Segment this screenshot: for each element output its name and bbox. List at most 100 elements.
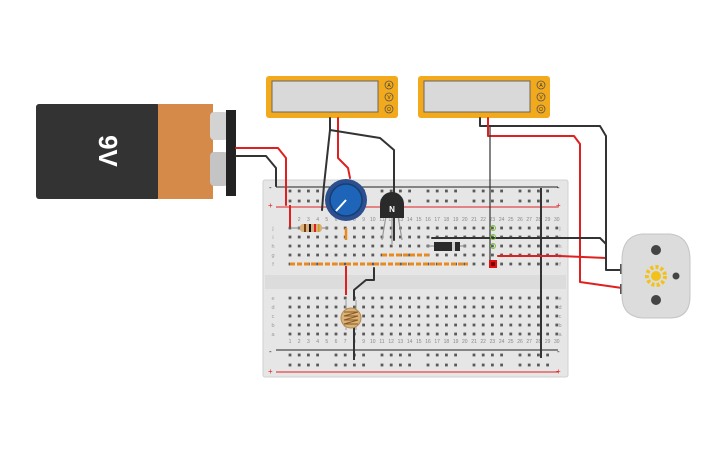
rail-hole[interactable]	[307, 363, 310, 367]
resistor[interactable]	[292, 224, 328, 232]
rail-hole[interactable]	[316, 353, 319, 357]
rail-hole[interactable]	[518, 363, 522, 367]
terminal-hole[interactable]	[389, 305, 393, 309]
terminal-hole[interactable]	[491, 253, 494, 257]
rail-hole[interactable]	[546, 363, 549, 367]
terminal-hole[interactable]	[307, 323, 310, 327]
terminal-hole[interactable]	[445, 332, 448, 336]
terminal-hole[interactable]	[518, 226, 522, 230]
terminal-hole[interactable]	[371, 253, 375, 257]
terminal-hole[interactable]	[362, 253, 365, 257]
terminal-hole[interactable]	[288, 253, 292, 257]
rail-hole[interactable]	[454, 363, 457, 367]
terminal-hole[interactable]	[537, 262, 540, 266]
rail-hole[interactable]	[362, 363, 365, 367]
terminal-hole[interactable]	[334, 305, 338, 309]
terminal-hole[interactable]	[426, 226, 430, 230]
terminal-hole[interactable]	[353, 235, 356, 239]
terminal-hole[interactable]	[481, 226, 485, 230]
terminal-hole[interactable]	[463, 262, 467, 266]
terminal-hole[interactable]	[371, 305, 375, 309]
terminal-hole[interactable]	[518, 314, 522, 318]
terminal-hole[interactable]	[399, 332, 402, 336]
terminal-hole[interactable]	[472, 226, 476, 230]
terminal-hole[interactable]	[555, 323, 559, 327]
wire-meter-right-red[interactable]	[487, 117, 623, 289]
terminal-hole[interactable]	[297, 332, 301, 336]
rail-hole[interactable]	[491, 353, 494, 357]
terminal-hole[interactable]	[334, 253, 338, 257]
terminal-hole[interactable]	[555, 314, 559, 318]
terminal-hole[interactable]	[288, 235, 292, 239]
rail-hole[interactable]	[527, 199, 531, 203]
terminal-hole[interactable]	[408, 323, 411, 327]
terminal-hole[interactable]	[555, 296, 559, 300]
terminal-hole[interactable]	[334, 332, 338, 336]
wire-battery-negative[interactable]	[235, 155, 277, 187]
terminal-hole[interactable]	[537, 314, 540, 318]
terminal-hole[interactable]	[362, 244, 365, 248]
terminal-hole[interactable]	[509, 226, 513, 230]
terminal-hole[interactable]	[288, 323, 292, 327]
terminal-hole[interactable]	[555, 244, 559, 248]
terminal-hole[interactable]	[380, 314, 384, 318]
terminal-hole[interactable]	[399, 244, 402, 248]
terminal-hole[interactable]	[426, 332, 430, 336]
terminal-hole[interactable]	[389, 323, 393, 327]
terminal-hole[interactable]	[288, 244, 292, 248]
rail-hole[interactable]	[334, 353, 338, 357]
terminal-hole[interactable]	[527, 314, 531, 318]
terminal-hole[interactable]	[546, 332, 549, 336]
diode[interactable]	[426, 242, 466, 251]
multimeter-left[interactable]: A V Ω	[266, 76, 398, 118]
terminal-hole[interactable]	[454, 332, 457, 336]
rail-hole[interactable]	[408, 189, 411, 193]
terminal-hole[interactable]	[389, 226, 393, 230]
terminal-hole[interactable]	[288, 226, 292, 230]
terminal-hole[interactable]	[509, 296, 513, 300]
terminal-hole[interactable]	[408, 226, 411, 230]
terminal-hole[interactable]	[500, 305, 503, 309]
terminal-hole[interactable]	[417, 244, 421, 248]
terminal-hole[interactable]	[297, 314, 301, 318]
rail-hole[interactable]	[454, 199, 457, 203]
terminal-hole[interactable]	[527, 305, 531, 309]
terminal-hole[interactable]	[408, 244, 411, 248]
rail-hole[interactable]	[408, 363, 411, 367]
terminal-hole[interactable]	[307, 244, 310, 248]
rail-hole[interactable]	[399, 189, 402, 193]
terminal-hole[interactable]	[316, 235, 319, 239]
rail-hole[interactable]	[481, 363, 485, 367]
terminal-hole[interactable]	[362, 323, 365, 327]
terminal-hole[interactable]	[555, 305, 559, 309]
rail-hole[interactable]	[389, 363, 393, 367]
terminal-hole[interactable]	[518, 296, 522, 300]
terminal-hole[interactable]	[307, 332, 310, 336]
terminal-hole[interactable]	[316, 305, 319, 309]
rail-hole[interactable]	[518, 189, 522, 193]
terminal-hole[interactable]	[325, 314, 329, 318]
terminal-hole[interactable]	[288, 314, 292, 318]
terminal-hole[interactable]	[472, 244, 476, 248]
terminal-hole[interactable]	[463, 314, 467, 318]
terminal-hole[interactable]	[325, 323, 329, 327]
terminal-hole[interactable]	[445, 296, 448, 300]
rail-hole[interactable]	[334, 363, 338, 367]
terminal-hole[interactable]	[546, 262, 549, 266]
battery-9v[interactable]: 9V	[36, 104, 236, 199]
rail-hole[interactable]	[343, 353, 347, 357]
terminal-hole[interactable]	[454, 323, 457, 327]
rail-hole[interactable]	[500, 199, 503, 203]
terminal-hole[interactable]	[454, 296, 457, 300]
rail-hole[interactable]	[518, 353, 522, 357]
wires[interactable]	[235, 117, 623, 301]
terminal-hole[interactable]	[445, 305, 448, 309]
terminal-hole[interactable]	[509, 323, 513, 327]
terminal-hole[interactable]	[555, 262, 559, 266]
terminal-hole[interactable]	[417, 296, 421, 300]
rail-hole[interactable]	[445, 189, 448, 193]
rail-hole[interactable]	[435, 353, 439, 357]
rail-hole[interactable]	[546, 199, 549, 203]
terminal-hole[interactable]	[408, 253, 411, 257]
terminal-hole[interactable]	[307, 305, 310, 309]
